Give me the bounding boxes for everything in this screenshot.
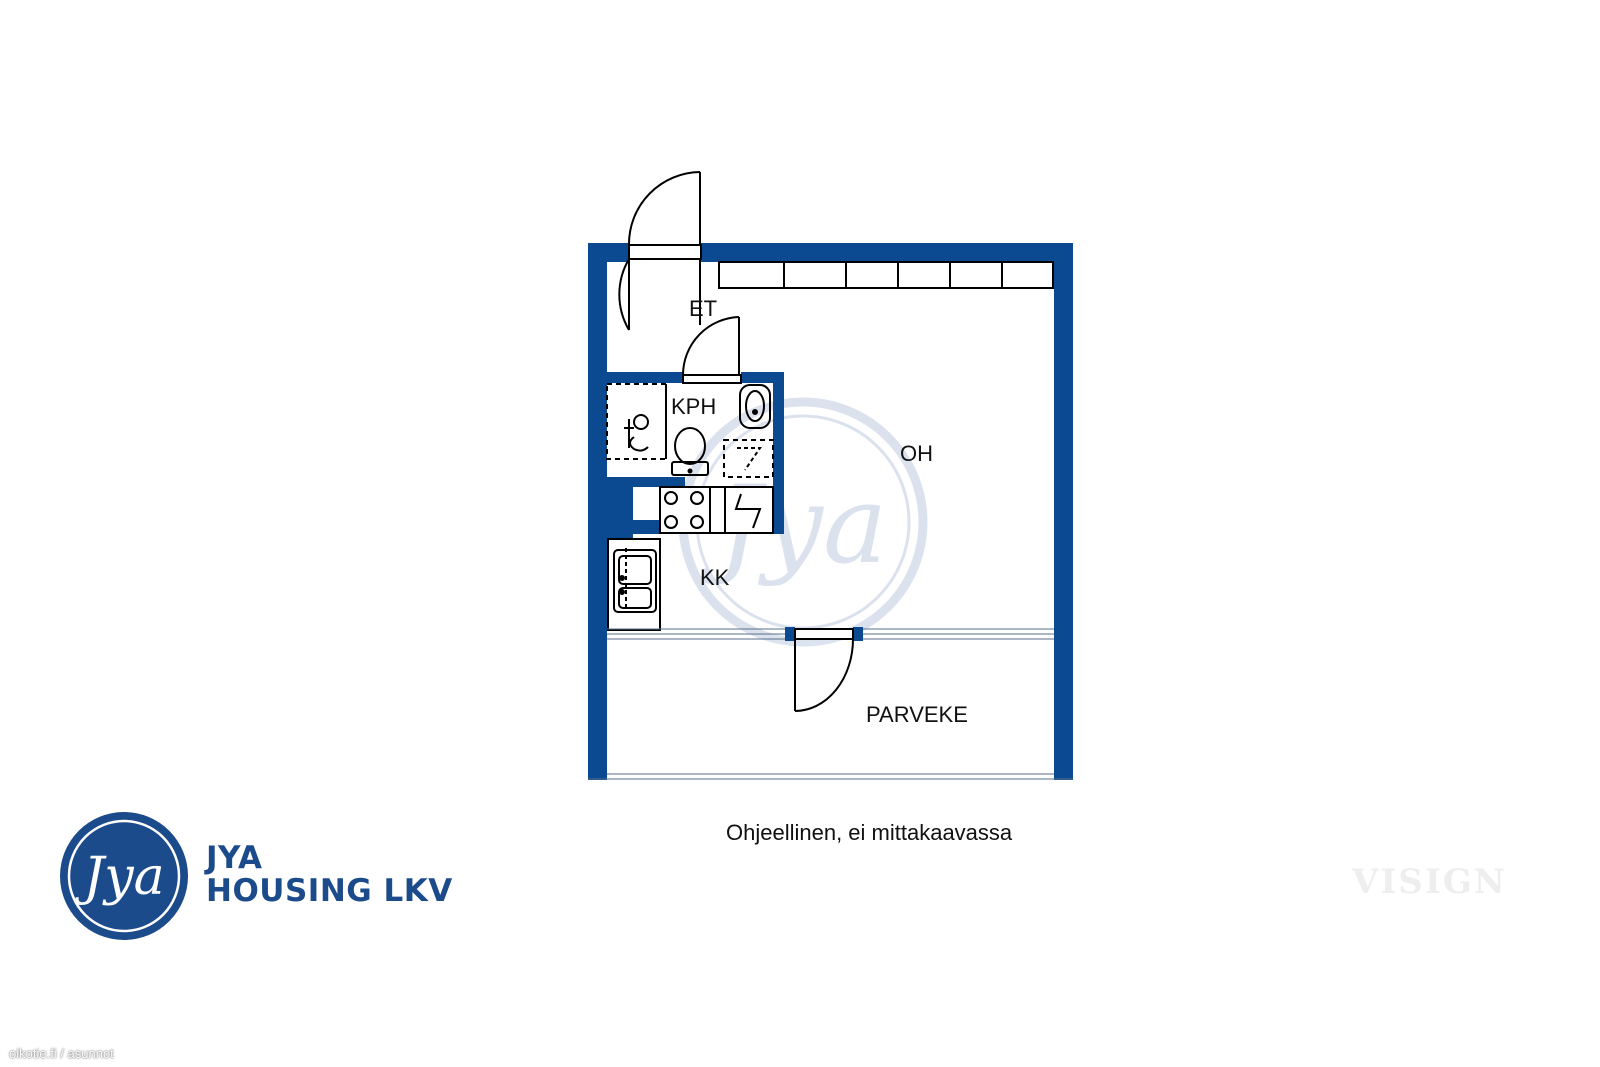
room-label-entry: ET: [689, 296, 717, 321]
bathroom-door-swing: [682, 316, 740, 376]
room-label-balcony: PARVEKE: [866, 702, 968, 727]
bathroom-sink-icon: [739, 384, 771, 429]
toilet-icon: [671, 427, 709, 476]
kitchen-left-wall: [605, 477, 633, 539]
bathroom-bottom-wall: [605, 477, 685, 487]
room-label-kitchen: KK: [700, 565, 730, 590]
partner-watermark: VISIGN: [1352, 862, 1507, 902]
washing-machine-spot: [723, 439, 774, 478]
left-wall: [588, 243, 607, 780]
source-credit: oikotie.fi / asunnot: [9, 1046, 114, 1061]
entry-door-frame: [628, 244, 702, 260]
kitchen-fixtures: [607, 486, 774, 631]
right-wall: [1054, 243, 1073, 780]
window-strip: [718, 261, 1054, 289]
balcony-edge: [588, 773, 1073, 780]
bathroom-fixtures: [606, 383, 774, 478]
shower-head-icon: [633, 414, 649, 430]
entry-door-swing: [618, 171, 701, 331]
brand-name-line-2: HOUSING LKV: [206, 873, 453, 909]
room-label-living-room: OH: [900, 441, 933, 466]
bathroom-door-frame: [682, 374, 742, 384]
top-wall: [588, 243, 1073, 262]
balcony-door-swing: [794, 628, 854, 712]
balcony-door-post-left: [785, 627, 795, 641]
scale-disclaimer: Ohjeellinen, ei mittakaavassa: [726, 820, 1013, 845]
brand-logo-text: Jya: [74, 847, 164, 907]
kitchen-sink-icon: [613, 549, 657, 613]
brand-name-line-1: JYA: [206, 840, 263, 876]
bathroom-right-wall: [773, 372, 784, 534]
shower-area: [606, 383, 667, 460]
exterior-walls: [588, 243, 1073, 780]
room-label-bathroom: KPH: [671, 394, 716, 419]
balcony-door-post-right: [853, 627, 863, 641]
brand-logo: Jya: [60, 812, 188, 940]
